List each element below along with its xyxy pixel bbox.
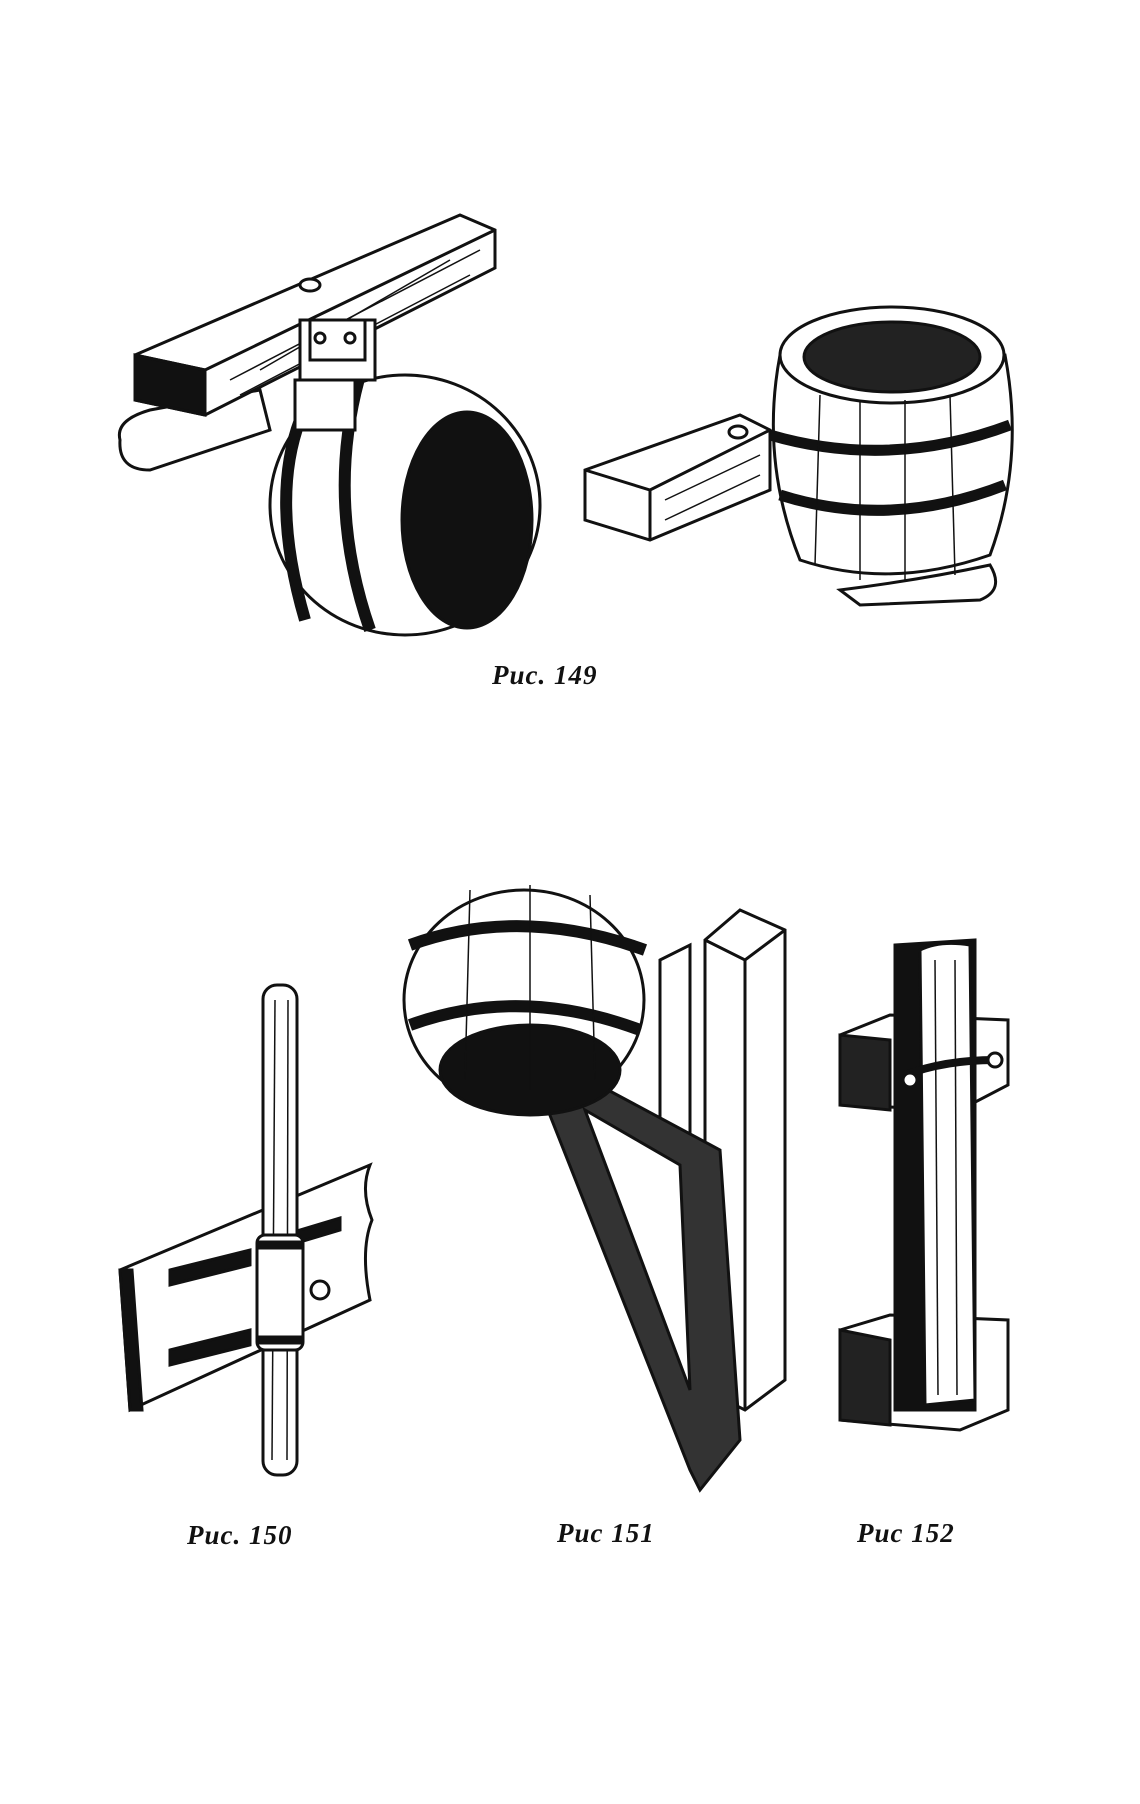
fig152-post-blocks xyxy=(838,938,1010,1432)
caption-fig151: Рис 151 xyxy=(557,1518,655,1548)
caption-fig149: Рис. 149 xyxy=(492,660,598,690)
board xyxy=(118,1162,374,1413)
barrel-soil xyxy=(802,320,982,394)
fig151-barrel-on-bracket xyxy=(402,885,787,1493)
caption-fig152: Рис 152 xyxy=(857,1518,955,1548)
barrel-interior xyxy=(400,410,534,630)
pin xyxy=(309,1279,331,1301)
fig149-left-barrel-on-plank xyxy=(117,213,542,637)
fig150-pole-clamp xyxy=(118,983,374,1477)
bracket-foot xyxy=(836,563,998,607)
fig149-right-barrel-on-plank xyxy=(583,305,1014,607)
hinge-block xyxy=(293,378,357,432)
pole xyxy=(261,983,299,1477)
caption-fig150: Рис. 150 xyxy=(187,1520,293,1550)
bracket-foot xyxy=(117,388,272,472)
pole xyxy=(918,941,977,1407)
barrel-body xyxy=(771,353,1014,576)
